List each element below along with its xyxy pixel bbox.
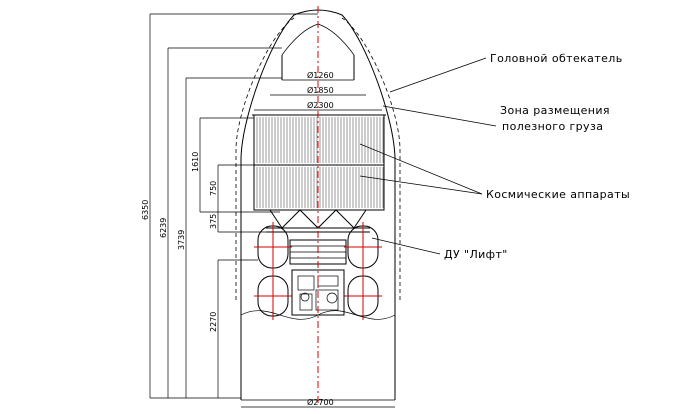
break-line (240, 310, 396, 320)
height-2-label: 6239 (159, 218, 168, 238)
sc-height-label: 750 (209, 181, 218, 196)
total-height-label: 6350 (141, 200, 150, 220)
spacecraft (252, 114, 386, 211)
payload-diameter-label: Ø2300 (307, 100, 334, 110)
bottom-height-label: 2270 (209, 312, 218, 332)
callout-leaders (359, 57, 497, 255)
fairing-label: Головной обтекатель (490, 52, 623, 65)
top-diameter-label: Ø1260 (307, 70, 334, 80)
engine-label: ДУ "Лифт" (444, 248, 508, 261)
payload-height-label: 1610 (191, 152, 200, 172)
height-3-label: 3739 (177, 230, 186, 250)
payload-zone-label-line1: Зона размещения (500, 104, 610, 117)
fairing-inner-contour (235, 17, 401, 300)
height-dims: 6350 6239 3739 1610 750 375 2270 (141, 13, 318, 399)
spacecraft-label: Космические аппараты (486, 188, 630, 201)
adapter-height-label: 375 (209, 214, 218, 229)
upper-diameter-label: Ø1850 (307, 85, 334, 95)
payload-zone-label-line2: полезного груза (502, 120, 603, 133)
diameter-dims: Ø1260 Ø1850 Ø2300 Ø2700 (241, 70, 395, 408)
base-diameter-label: Ø2700 (307, 397, 334, 407)
